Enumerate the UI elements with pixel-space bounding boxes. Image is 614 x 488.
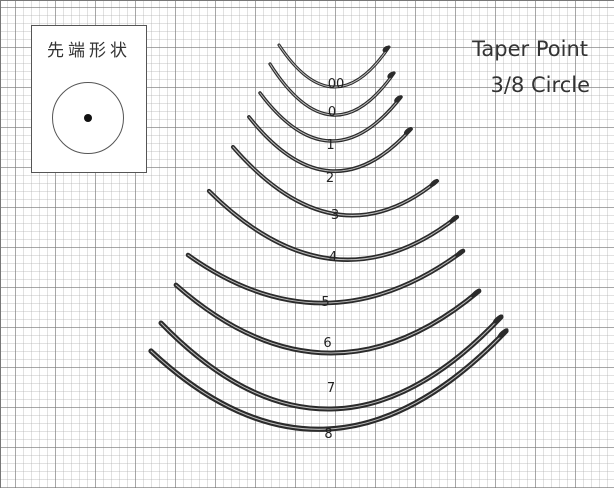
needle-size-label: 8 — [324, 427, 332, 442]
needle-2-highlight — [248, 116, 412, 172]
needle-size-label: 6 — [323, 336, 331, 351]
needle-4-highlight — [208, 190, 458, 261]
needle-size-label: 00 — [328, 77, 345, 92]
needle-size-label: 7 — [327, 381, 335, 396]
needle-5-swage-end — [455, 248, 465, 258]
needle-6-highlight — [175, 284, 480, 354]
needle-1-highlight — [259, 92, 402, 142]
needle-size-label: 1 — [326, 138, 334, 153]
needle-3-swage-end — [429, 179, 439, 187]
needle-8-highlight — [150, 330, 507, 430]
needle-2-swage-end — [403, 127, 413, 135]
needle-4-swage-end — [449, 214, 459, 224]
needle-8-swage-end — [497, 328, 509, 338]
tip-cross-section-icon — [52, 82, 124, 154]
needle-00-highlight — [278, 44, 390, 88]
taper-point-dot-icon — [84, 114, 92, 122]
needle-size-label: 3 — [331, 208, 339, 223]
needle-size-label: 4 — [329, 250, 337, 265]
needle-6-swage-end — [471, 288, 481, 298]
tip-shape-label: 先端形状 — [47, 41, 131, 61]
needle-7-swage-end — [492, 314, 504, 324]
tip-shape-panel: 先端形状 — [31, 25, 147, 173]
needle-0-highlight — [269, 63, 395, 116]
needle-3-arc — [231, 145, 439, 218]
needle-size-label: 2 — [326, 171, 334, 186]
curvature-title: 3/8 Circle — [490, 73, 590, 97]
needle-size-label: 5 — [321, 295, 329, 310]
needle-0-swage-end — [387, 71, 395, 79]
needle-1-swage-end — [394, 95, 402, 103]
needle-00-swage-end — [382, 45, 390, 53]
needle-3-highlight — [232, 146, 438, 216]
point-type-title: Taper Point — [472, 37, 588, 61]
needle-5-highlight — [187, 250, 464, 304]
needle-7-highlight — [160, 316, 502, 410]
needle-size-label: 0 — [328, 105, 336, 120]
